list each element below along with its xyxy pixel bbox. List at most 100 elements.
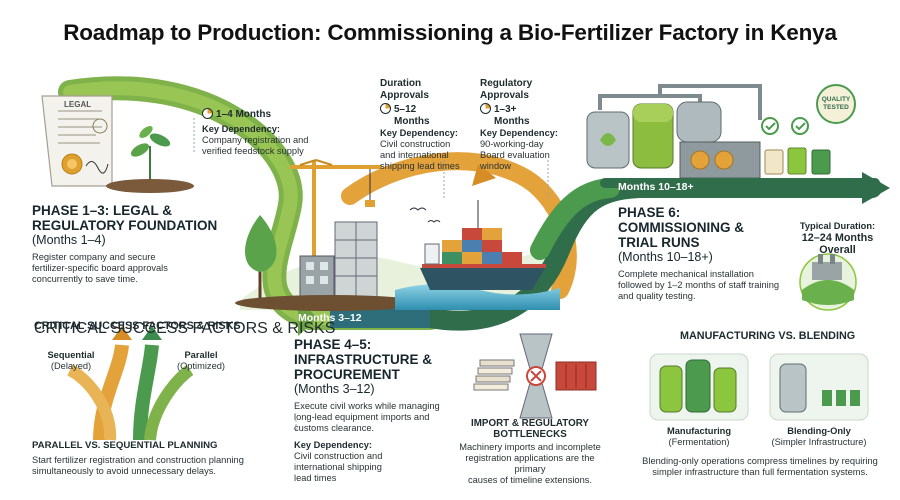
phase45-dep-label: Key Dependency:	[294, 440, 373, 450]
phase45-title-line1: PHASE 4–5:	[294, 337, 372, 352]
sequential-label: Sequential	[47, 350, 95, 360]
phase45-body-line3: customs clearance.	[294, 423, 375, 433]
parallel-sub: (Optimized)	[176, 361, 226, 371]
phase45-body-line1: Execute civil works while managing	[294, 401, 440, 411]
duration-approvals-dep3: shipping lead times	[380, 161, 460, 171]
blending-sub: (Simpler Infrastructure)	[771, 437, 867, 447]
regulatory-approvals-header2: Approvals	[480, 89, 529, 101]
phase6-body-line3: and quality testing.	[618, 291, 696, 301]
phase6-section: PHASE 6: COMMISSIONING & TRIAL RUNS (Mon…	[618, 205, 808, 302]
duration-approvals-duration1: 5–12	[394, 104, 417, 115]
phase45-months: (Months 3–12)	[294, 382, 375, 396]
blending-label-group: Blending-Only (Simpler Infrastructure)	[760, 426, 878, 448]
parallel-label-group: Parallel (Optimized)	[166, 350, 236, 372]
duration-approvals-dep2: and international	[380, 150, 449, 160]
import-header-line1: IMPORT & REGULATORY	[471, 418, 589, 429]
phase1-duration: 1–4 Months	[216, 109, 272, 120]
import-header-line2: BOTTLENECKS	[493, 429, 567, 440]
regulatory-approvals-dep1: 90-working-day	[480, 139, 544, 149]
manufacturing-tanks-icon	[649, 353, 749, 421]
phase45-dep-line3: lead times	[294, 473, 337, 483]
planning-line2: simultaneously to avoid unnecessary dela…	[32, 466, 216, 476]
phase1-title-line1: PHASE 1–3: LEGAL &	[32, 203, 173, 218]
regulatory-approvals-duration2: Months	[494, 115, 530, 127]
typical-duration-line3: Overall	[819, 244, 856, 256]
quality-badge-line1: QUALITY	[821, 96, 851, 103]
roadmap-arrow	[58, 76, 890, 336]
phase1-months: (Months 1–4)	[32, 233, 106, 247]
phase45-title-line2: INFRASTRUCTURE &	[294, 352, 432, 367]
manufacturing-label: Manufacturing	[666, 426, 732, 436]
page-title: Roadmap to Production: Commissioning a B…	[63, 20, 837, 45]
legal-document-icon	[41, 95, 113, 187]
csf-header-text: CRITICAL SUCCESS FACTORS & RISKS	[34, 320, 241, 332]
regulatory-approvals-dep-label: Key Dependency:	[480, 128, 559, 138]
construction-site-illustration	[235, 159, 425, 311]
mfg-body: Blending-only operations compress timeli…	[630, 456, 890, 478]
phase1-callout: 1–4 Months Key Dependency: Company regis…	[202, 108, 332, 157]
duration-approvals-callout: Duration Approvals 5–12 Months Key Depen…	[380, 78, 480, 172]
phase45-body-line2: long-lead equipment imports and	[294, 412, 430, 422]
phase1-title-line2: REGULATORY FOUNDATION	[32, 218, 218, 233]
planning-line1: Start fertilizer registration and constr…	[32, 455, 244, 465]
regulatory-approvals-callout: Regulatory Approvals 1–3+ Months Key Dep…	[480, 78, 580, 172]
phase6-title-line2: COMMISSIONING &	[618, 220, 745, 235]
phase6-body-line1: Complete mechanical installation	[618, 269, 754, 279]
mfg-header: MANUFACTURING VS. BLENDING	[680, 330, 856, 342]
quality-badge-line2: TESTED	[823, 104, 849, 111]
phase6-months: (Months 10–18+)	[618, 250, 713, 264]
import-section: IMPORT & REGULATORY BOTTLENECKS Machiner…	[455, 418, 605, 486]
blending-tank-icon	[769, 353, 869, 421]
pill-months-10-18: Months 10–18+	[618, 181, 694, 193]
phase1-dep-label: Key Dependency:	[202, 123, 281, 134]
import-body-line1: Machinery imports and incomplete	[459, 442, 601, 452]
phase1-body-line1: Register company and secure	[32, 252, 156, 262]
parallel-label: Parallel	[184, 350, 218, 360]
phase45-title-line3: PROCUREMENT	[294, 367, 400, 382]
duration-approvals-header1: Duration	[380, 78, 422, 89]
duration-approvals-dep-label: Key Dependency:	[380, 128, 459, 138]
duration-approvals-duration2: Months	[394, 115, 430, 127]
planning-header: PARALLEL VS. SEQUENTIAL PLANNING	[32, 440, 218, 451]
phase1-dep-line2: verified feedstock supply	[202, 145, 304, 156]
manufacturing-sub: (Fermentation)	[668, 437, 730, 447]
regulatory-approvals-header1: Regulatory	[480, 78, 533, 89]
clock-icon	[380, 103, 391, 114]
mfg-body-line2: simpler infrastructure than full ferment…	[652, 467, 868, 477]
phase6-title-line3: TRIAL RUNS	[618, 235, 700, 250]
sprout-plant-icon	[106, 126, 194, 193]
factory-equipment-illustration	[586, 84, 880, 188]
typical-duration-line2: 12–24 Months	[801, 232, 874, 244]
import-body-line3: causes of timeline extensions.	[467, 475, 593, 485]
sequential-label-group: Sequential (Delayed)	[36, 350, 106, 372]
planning-section: PARALLEL VS. SEQUENTIAL PLANNING Start f…	[32, 440, 292, 477]
phase6-body-line2: followed by 1–2 months of staff training	[618, 280, 780, 290]
pill-months-3-12: Months 3–12	[298, 312, 362, 324]
blending-label: Blending-Only	[787, 426, 851, 436]
regulatory-approvals-dep3: window	[480, 161, 512, 171]
duration-approvals-header2: Approvals	[380, 89, 429, 101]
import-bottleneck-icon	[473, 333, 597, 419]
phase6-title-line1: PHASE 6:	[618, 205, 681, 220]
sequential-sub: (Delayed)	[50, 361, 92, 371]
clock-icon	[202, 108, 213, 119]
manufacturing-label-group: Manufacturing (Fermentation)	[650, 426, 748, 448]
import-body-line2: registration applications are the primar…	[465, 453, 595, 474]
legal-doc-label: LEGAL	[64, 100, 92, 109]
typical-duration: Typical Duration: 12–24 Months Overall	[790, 221, 885, 256]
csf-header: CRITICAL SUCCESS FACTORS & RISKS	[34, 320, 336, 337]
quality-tested-badge: QUALITY TESTED	[818, 96, 854, 112]
farm-landscape-icon	[799, 253, 857, 311]
regulatory-approvals-dep2: Board evaluation	[480, 150, 550, 160]
phase1-body-line3: concurrently to save time.	[32, 274, 138, 284]
phase1-body-line2: fertilizer-specific board approvals	[32, 263, 168, 273]
phase45-dep-line1: Civil construction and	[294, 451, 383, 461]
phase1-dep-line1: Company registration and	[202, 134, 309, 145]
clock-icon	[480, 103, 491, 114]
regulatory-approvals-duration1: 1–3+	[494, 104, 517, 115]
mfg-body-line1: Blending-only operations compress timeli…	[642, 456, 878, 466]
sequential-vs-parallel-diagram	[66, 326, 194, 441]
phase1-section: PHASE 1–3: LEGAL & REGULATORY FOUNDATION…	[32, 203, 232, 285]
typical-duration-line1: Typical Duration:	[799, 221, 876, 231]
